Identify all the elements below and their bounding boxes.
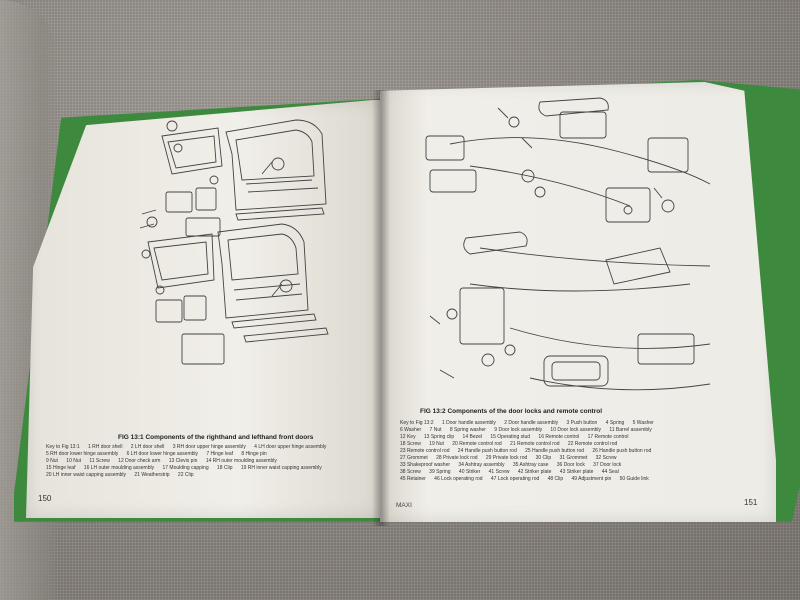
left-key-line: 20 LH inner waist capping assembly 21 We… (46, 472, 194, 478)
right-key-line: 12 Key 13 Spring clip 14 Bezel 15 Operat… (400, 434, 629, 440)
right-key-line: 18 Screw 19 Nut 20 Remote control rod 21… (400, 441, 618, 447)
left-figure-caption: FIG 13:1 Components of the righthand and… (118, 434, 314, 441)
right-key-line: 27 Grommet 28 Private lock rod 29 Privat… (400, 455, 617, 461)
right-page: FIG 13:2 Components of the door locks an… (380, 82, 776, 522)
right-key-line: 38 Screw 39 Spring 40 Striker 41 Screw 4… (400, 469, 619, 475)
right-figure-caption: FIG 13:2 Components of the door locks an… (420, 408, 603, 415)
front-door-exploded-diagram (139, 119, 329, 365)
left-key-line: 5 RH door lower hinge assembly 6 LH door… (46, 451, 267, 457)
left-page: FIG 13:1 Components of the righthand and… (26, 100, 380, 518)
right-footer-label: MAXI (396, 502, 412, 509)
door-lock-exploded-diagram (425, 97, 711, 391)
right-key-line: 33 Shakeproof washer 34 Ashtray assembly… (400, 462, 622, 468)
left-key-line: 15 Hinge leaf 16 LH outer moulding assem… (46, 465, 322, 471)
left-key-line: Key to Fig 13:1 1 RH door shell 2 LH doo… (46, 444, 327, 450)
right-key-line: 6 Washer 7 Nut 8 Spring washer 9 Door lo… (400, 427, 652, 433)
right-page-number: 151 (744, 498, 758, 507)
right-key-line: Key to Fig 13:2 1 Door handle assembly 2… (400, 420, 654, 426)
right-key-line: 45 Retainer 46 Lock operating rod 47 Loc… (400, 476, 649, 482)
right-key-line: 23 Remote control rod 24 Handle push but… (400, 448, 652, 454)
book-gutter-shadow (372, 90, 390, 526)
left-page-number: 150 (38, 494, 52, 503)
left-key-line: 9 Nut 10 Nut 11 Screw 12 Door check arm … (46, 458, 277, 464)
